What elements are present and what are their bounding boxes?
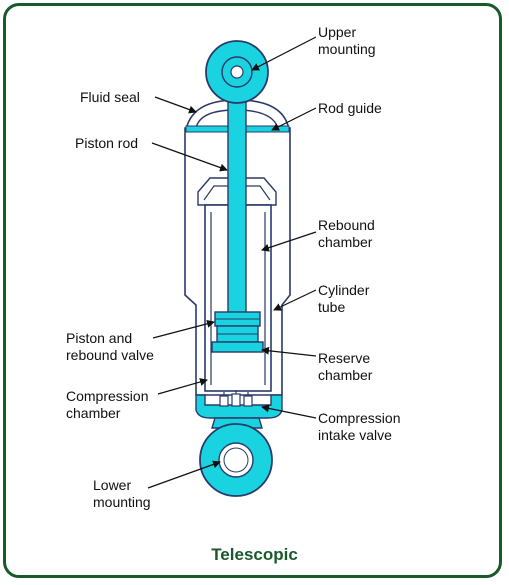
leader-upper-mounting (251, 36, 317, 71)
compression-intake-valve (219, 390, 253, 407)
leader-fluid-seal (154, 96, 197, 114)
leader-lower-mounting (147, 460, 221, 489)
leader-rebound-chamber (261, 231, 317, 252)
leader-piston-rod (151, 142, 228, 172)
leader-reserve-chamber (261, 346, 317, 357)
caption-title: Telescopic (211, 545, 298, 564)
piston-rebound-valve (211, 311, 264, 353)
leader-cylinder-tube (273, 289, 317, 311)
label-fluid-seal: Fluid seal (80, 89, 140, 105)
label-piston-rod: Piston rod (75, 135, 139, 151)
leader-compression-valve (261, 404, 317, 419)
leader-compression-chamber (157, 378, 208, 395)
label-rod-guide: Rod guide (318, 100, 382, 116)
piston-rod (227, 89, 247, 316)
leader-rod-guide (271, 107, 317, 131)
leader-piston-valve (152, 319, 215, 339)
